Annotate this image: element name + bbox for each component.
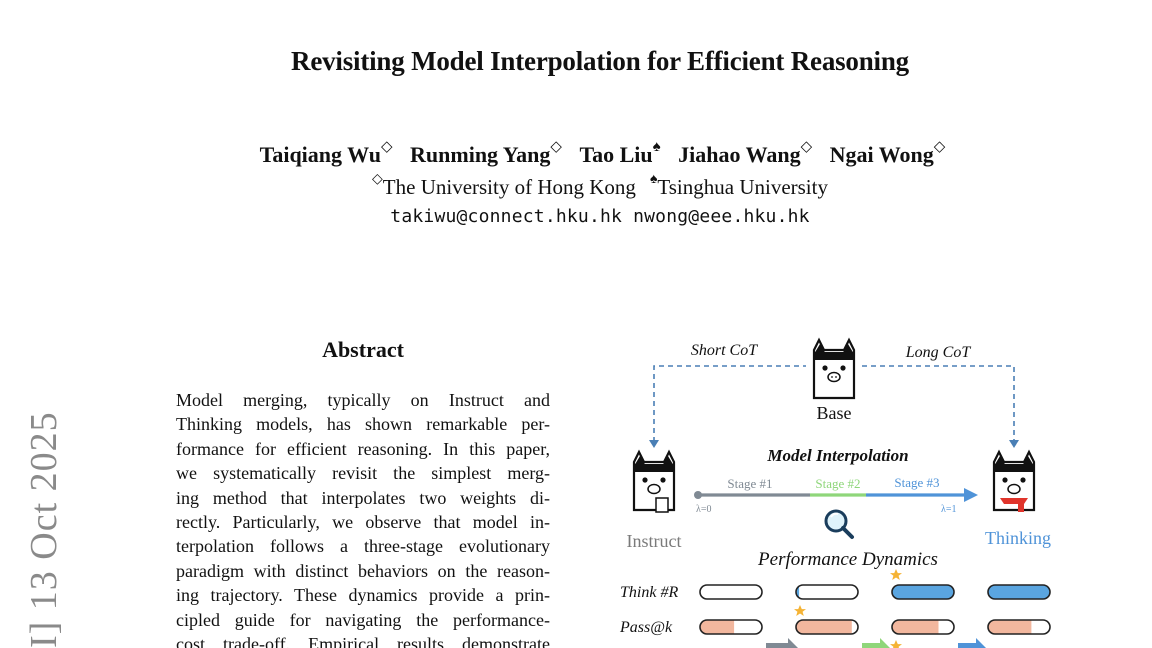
- think-bar: [795, 584, 859, 600]
- abstract-line: paradigm with distinct behaviors on the …: [176, 560, 550, 581]
- bottom-arrowhead-gray-icon: [788, 638, 798, 648]
- abstract-line: Thinking models, has shown remarkable pe…: [176, 414, 550, 435]
- instruct-llama-icon: [632, 449, 676, 513]
- affiliation-hku: The University of Hong Kong: [382, 175, 636, 199]
- bottom-arrow-blue: [958, 643, 978, 648]
- pass-bar-fill: [892, 620, 939, 634]
- think-bar-fill: [796, 585, 800, 599]
- pass-bar: [795, 619, 859, 635]
- pass-bar: [699, 619, 763, 635]
- abstract-line: cost trade-off. Empirical results demons…: [176, 633, 550, 648]
- star-icon: [890, 640, 902, 648]
- think-bar: [891, 584, 955, 600]
- arrowhead-down-right-icon: [1009, 440, 1019, 448]
- author-emails[interactable]: takiwu@connect.hku.hk nwong@eee.hku.hk: [390, 206, 810, 227]
- dashed-connector-right: [862, 365, 1015, 442]
- base-label: Base: [817, 403, 852, 423]
- abstract-line: ing method that interpolates two weights…: [176, 487, 550, 508]
- interpolation-arrowhead-icon: [964, 488, 978, 502]
- abstract-line: formance for efficient reasoning. In thi…: [176, 438, 550, 459]
- interpolation-title: Model Interpolation: [766, 446, 908, 465]
- base-llama-icon: [812, 337, 856, 400]
- lambda-one-label: λ=1: [941, 504, 957, 515]
- row-label-think: Think #R: [620, 584, 678, 601]
- magnifier-icon: [824, 509, 854, 539]
- bottom-arrowhead-green-icon: [880, 638, 890, 648]
- bottom-arrowhead-blue-icon: [976, 638, 986, 648]
- dynamics-title: Performance Dynamics: [757, 549, 938, 570]
- stage3-label: Stage #3: [894, 475, 939, 490]
- paper-title: Revisiting Model Interpolation for Effic…: [291, 46, 909, 76]
- long-cot-label: Long CoT: [905, 344, 972, 361]
- short-cot-label: Short CoT: [691, 342, 758, 359]
- abstract-line: rectly. Particularly, we observe that mo…: [176, 511, 550, 532]
- think-bar-fill: [892, 585, 954, 599]
- stage2-label: Stage #2: [815, 476, 860, 491]
- pass-bar-fill: [700, 620, 735, 634]
- arrowhead-down-left-icon: [649, 440, 659, 448]
- abstract-line: cipled guide for navigating the performa…: [176, 609, 550, 630]
- star-icon: [794, 605, 806, 616]
- author-3: Tao Liu♠: [579, 139, 661, 168]
- pass-bar: [891, 619, 955, 635]
- figure-model-interpolation: Short CoT Long CoT Base Instruct Thinkin…: [610, 330, 1070, 648]
- abstract-body: Model merging, typically on Instruct and…: [176, 388, 550, 648]
- think-bar-fill: [988, 585, 1050, 599]
- abstract-line: ing trajectory. These dynamics provide a…: [176, 585, 550, 606]
- author-5: Ngai Wong◇: [829, 139, 946, 168]
- think-bar: [699, 584, 763, 600]
- bottom-arrow-gray: [766, 643, 790, 648]
- affiliation-tsinghua: Tsinghua University: [657, 175, 828, 199]
- arxiv-stamp: I] 13 Oct 2025: [23, 411, 65, 648]
- abstract-line: terpolation follows a three-stage evolut…: [176, 536, 550, 557]
- dynamics-bars: [699, 584, 1051, 635]
- abstract-line: Model merging, typically on Instruct and: [176, 390, 550, 410]
- star-icon: [890, 569, 902, 580]
- pass-bar-fill: [796, 620, 852, 634]
- author-4: Jiahao Wang◇: [678, 139, 813, 168]
- think-bar: [987, 584, 1051, 600]
- row-label-pass: Pass@k: [619, 619, 673, 636]
- stage1-label: Stage #1: [727, 476, 772, 491]
- abstract-heading: Abstract: [322, 337, 404, 362]
- dashed-connector-left: [653, 365, 806, 442]
- lambda-start-dot: [694, 491, 702, 499]
- author-list: Taiqiang Wu◇ Runming Yang◇ Tao Liu♠ Jiah…: [0, 139, 1152, 168]
- lambda-zero-label: λ=0: [696, 504, 712, 515]
- thinking-label: Thinking: [985, 528, 1051, 548]
- affiliations: ◇The University of Hong Kong♠Tsinghua Un…: [372, 172, 828, 199]
- abstract-line: we systematically revisit the simplest m…: [176, 463, 550, 484]
- author-2: Runming Yang◇: [410, 139, 562, 168]
- pass-bar: [987, 619, 1051, 635]
- instruct-label: Instruct: [627, 531, 682, 551]
- thinking-llama-icon: [992, 449, 1036, 512]
- author-1: Taiqiang Wu◇: [259, 139, 393, 168]
- bottom-arrow-green: [862, 643, 882, 648]
- pass-bar-fill: [988, 620, 1032, 634]
